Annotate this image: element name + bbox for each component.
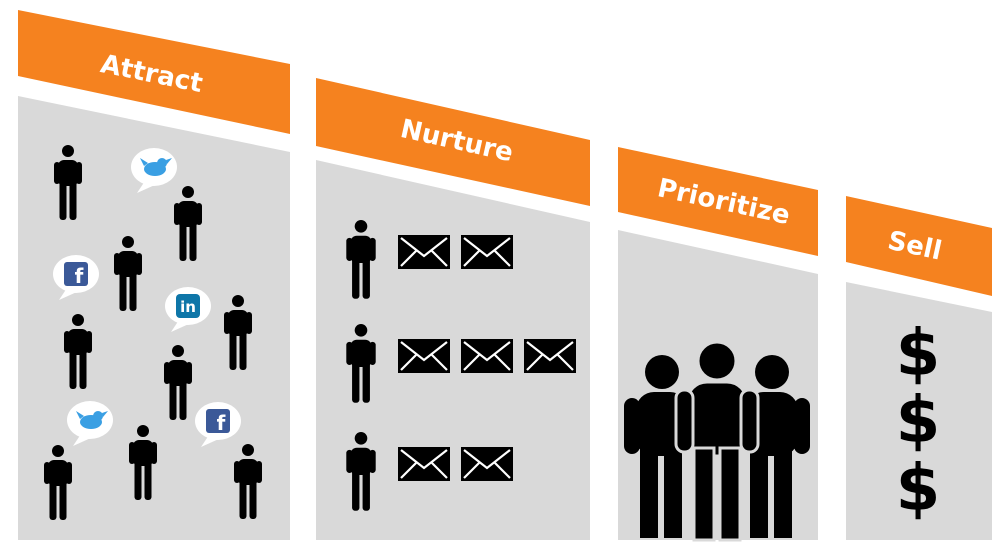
envelope-icon	[459, 445, 515, 483]
stage-nurture-banner	[316, 78, 590, 206]
facebook-bubble: f	[195, 402, 241, 447]
twitter-bubble	[131, 148, 177, 193]
stage-nurture: Nurture	[316, 78, 590, 540]
twitter-bubble	[67, 401, 113, 446]
dollar-sign: $	[896, 317, 941, 391]
twitter-icon	[76, 411, 108, 429]
envelope-icon	[396, 337, 452, 375]
envelope-icon	[459, 337, 515, 375]
svg-text:f: f	[217, 411, 226, 435]
dollar-sign: $	[896, 384, 941, 458]
linkedin-icon	[176, 294, 200, 318]
sell-dollars: $ $ $	[896, 317, 941, 526]
dollar-sign: $	[896, 452, 941, 526]
stage-nurture-panel	[316, 160, 590, 540]
envelope-icon	[396, 445, 452, 483]
stage-sell: Sell	[846, 196, 992, 540]
svg-text:in: in	[180, 298, 196, 316]
facebook-icon	[64, 262, 88, 286]
stage-attract-banner	[18, 10, 290, 134]
envelope-icon	[459, 233, 515, 271]
stage-prioritize-banner	[618, 147, 818, 256]
group-icon	[624, 340, 810, 542]
person-icon	[674, 340, 760, 542]
linkedin-bubble: in	[165, 287, 211, 332]
svg-text:f: f	[75, 264, 84, 288]
twitter-icon	[140, 158, 172, 176]
facebook-bubble: f	[53, 255, 99, 300]
attract-bubbles: f in f	[53, 148, 241, 447]
envelope-icon	[396, 233, 452, 271]
stage-sell-banner	[846, 196, 992, 296]
envelope-icon	[522, 337, 578, 375]
stage-sell-panel	[846, 282, 992, 540]
facebook-icon	[206, 409, 230, 433]
